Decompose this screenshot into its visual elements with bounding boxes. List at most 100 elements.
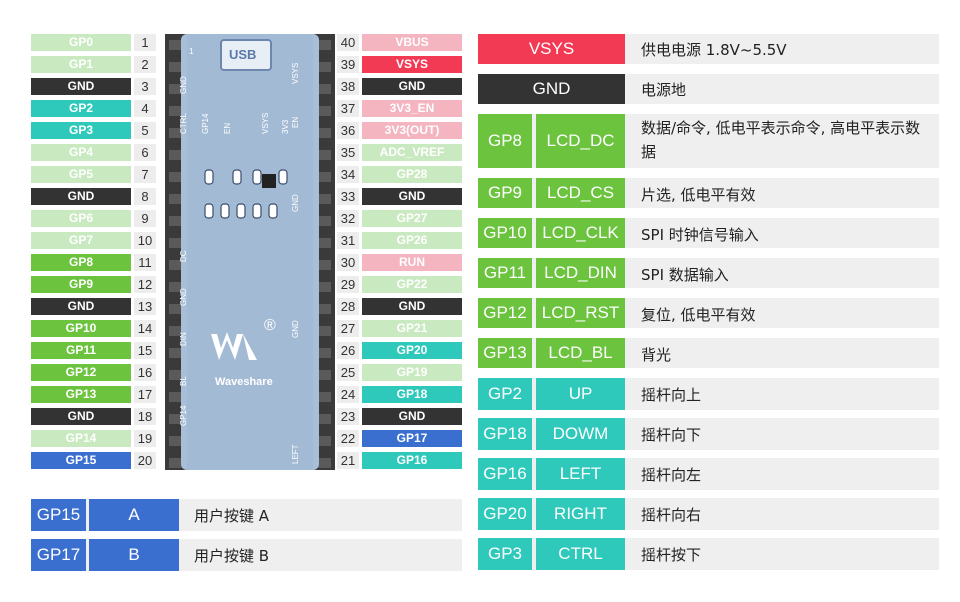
left-pin-label: GP8 (31, 254, 131, 271)
left-pin-label: GP12 (31, 364, 131, 381)
button-gpio: GP15 (31, 499, 86, 531)
header-pin (169, 238, 183, 248)
left-pin-number: 16 (134, 364, 156, 381)
right-pin-number: 35 (337, 144, 359, 161)
header-pin (317, 458, 331, 468)
header-pin (317, 238, 331, 248)
lcd-signal: LCD_DC (536, 114, 625, 168)
right-pin-number: 29 (337, 276, 359, 293)
lcd-gpio: GP9 (478, 178, 532, 208)
joystick-description: 摇杆向下 (641, 426, 702, 444)
left-pin-number: 15 (134, 342, 156, 359)
joystick-description: 摇杆向上 (641, 386, 702, 404)
joystick-direction: LEFT (536, 458, 625, 490)
left-pin-number: 18 (134, 408, 156, 425)
header-pin (169, 84, 183, 94)
header-pin (317, 172, 331, 182)
left-pin-label: GND (31, 298, 131, 315)
right-pin-number: 24 (337, 386, 359, 403)
left-pin-label: GND (31, 188, 131, 205)
right-pin-number: 32 (337, 210, 359, 227)
left-pin-label: GND (31, 78, 131, 95)
header-pin (317, 84, 331, 94)
left-pin-number: 10 (134, 232, 156, 249)
header-pin (317, 414, 331, 424)
left-pin-label: GP13 (31, 386, 131, 403)
right-pin-number: 22 (337, 430, 359, 447)
left-pin-number: 1 (134, 34, 156, 51)
lcd-gpio: GP12 (478, 298, 532, 328)
header-pin (317, 370, 331, 380)
brand-label: Waveshare (215, 376, 273, 388)
header-pin (317, 282, 331, 292)
header-pin (169, 150, 183, 160)
left-pin-label: GP1 (31, 56, 131, 73)
left-pin-number: 11 (134, 254, 156, 271)
power-label: GND (478, 74, 625, 104)
header-pin (317, 128, 331, 138)
silk-left-label: GND (179, 288, 188, 306)
left-pin-label: GP6 (31, 210, 131, 227)
left-pin-number: 17 (134, 386, 156, 403)
left-pin-number: 4 (134, 100, 156, 117)
lcd-signal: LCD_BL (536, 338, 625, 368)
right-pin-label: VSYS (362, 56, 462, 73)
right-pin-label: GP28 (362, 166, 462, 183)
joystick-direction: DOWM (536, 418, 625, 450)
right-pin-number: 30 (337, 254, 359, 271)
right-pin-number: 33 (337, 188, 359, 205)
joystick-description: 摇杆向左 (641, 466, 702, 484)
left-pin-label: GP9 (31, 276, 131, 293)
right-pin-label: GND (362, 188, 462, 205)
left-pin-number: 8 (134, 188, 156, 205)
left-pin-label: GP3 (31, 122, 131, 139)
joystick-gpio: GP3 (478, 538, 532, 570)
joystick-description: 摇杆向右 (641, 506, 702, 524)
lcd-signal: LCD_RST (536, 298, 625, 328)
silk-left-label: DIN (179, 332, 188, 346)
header-pin (317, 304, 331, 314)
right-pin-number: 27 (337, 320, 359, 337)
silk-top-label: 3V3 (281, 119, 290, 134)
header-pin (317, 62, 331, 72)
right-pin-label: 3V3(OUT) (362, 122, 462, 139)
right-pin-number: 25 (337, 364, 359, 381)
left-pin-label: GND (31, 408, 131, 425)
lcd-description: 背光 (641, 346, 672, 364)
lcd-signal: LCD_CS (536, 178, 625, 208)
right-pin-number: 38 (337, 78, 359, 95)
right-pin-number: 21 (337, 452, 359, 469)
silk-top-label: VSYS (261, 112, 270, 134)
header-pin (169, 62, 183, 72)
right-pin-label: GP21 (362, 320, 462, 337)
joystick-direction: RIGHT (536, 498, 625, 530)
right-pin-number: 40 (337, 34, 359, 51)
lcd-gpio: GP10 (478, 218, 532, 248)
header-pin (169, 304, 183, 314)
silk-left-label: CTRL (179, 113, 188, 134)
lcd-gpio: GP13 (478, 338, 532, 368)
right-pin-label: VBUS (362, 34, 462, 51)
button-description: 用户按键 B (194, 547, 270, 565)
header-pin (169, 392, 183, 402)
right-pin-number: 34 (337, 166, 359, 183)
silk-right-label: EN (291, 116, 300, 128)
lcd-gpio: GP11 (478, 258, 532, 288)
joystick-direction: CTRL (536, 538, 625, 570)
left-pin-label: GP10 (31, 320, 131, 337)
pin1-marker: 1 (189, 47, 194, 56)
right-pin-label: GND (362, 78, 462, 95)
header-pin (317, 106, 331, 116)
lcd-description: SPI 时钟信号输入 (641, 226, 759, 244)
left-pin-label: GP7 (31, 232, 131, 249)
header-pin (317, 436, 331, 446)
board-svg (165, 34, 335, 470)
header-pin (317, 40, 331, 50)
button-name: A (89, 499, 179, 531)
right-pin-number: 36 (337, 122, 359, 139)
left-pin-label: GP4 (31, 144, 131, 161)
left-pin-number: 14 (134, 320, 156, 337)
right-pin-label: ADC_VREF (362, 144, 462, 161)
header-pin (169, 436, 183, 446)
